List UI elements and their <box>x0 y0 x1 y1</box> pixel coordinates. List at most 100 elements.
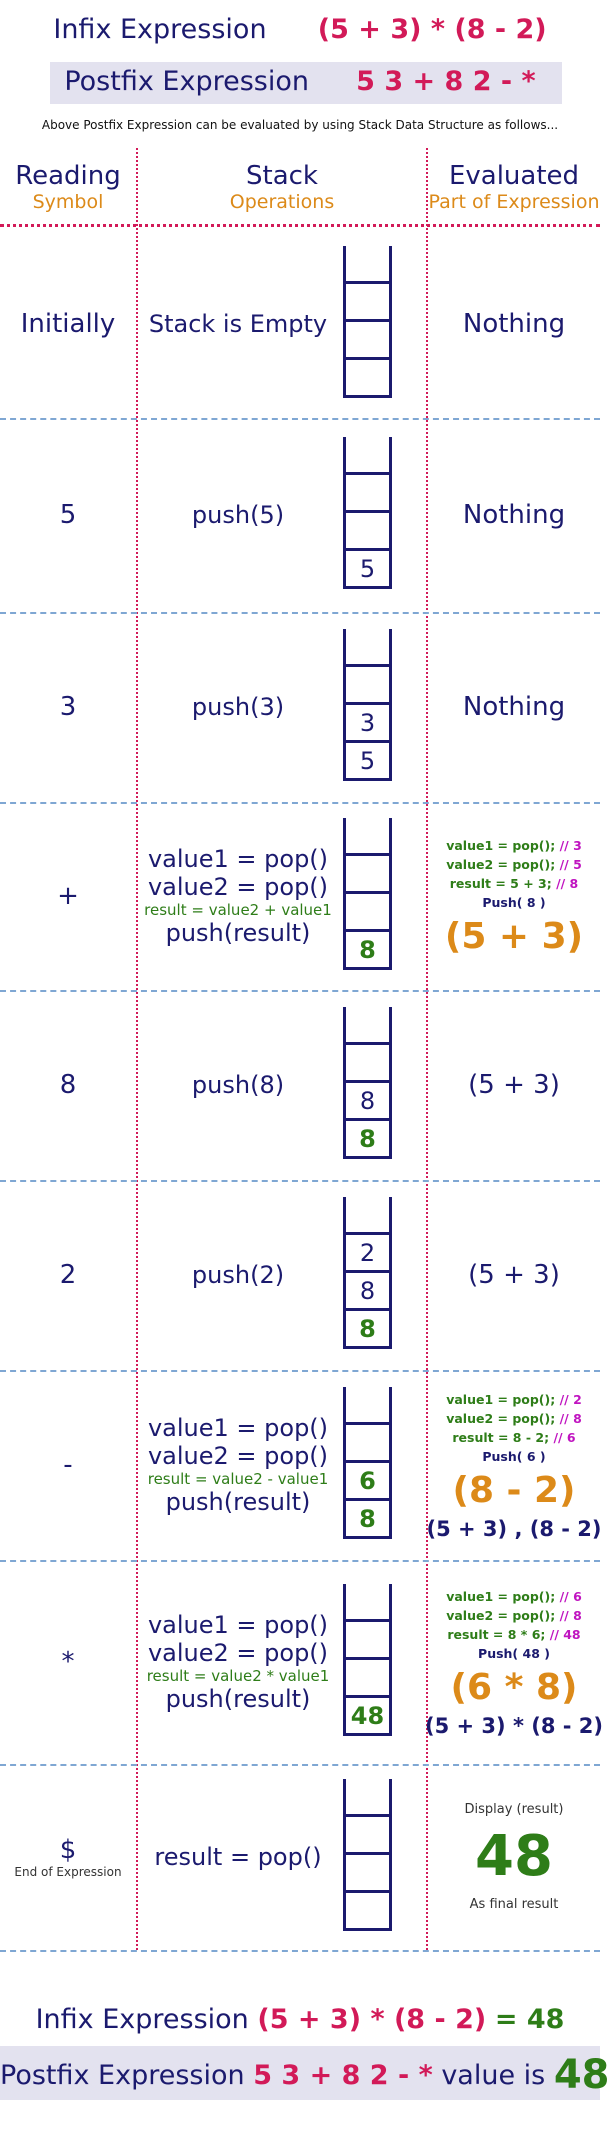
row-symbol: - <box>63 1450 73 1480</box>
footer-postfix-mid: value is <box>441 2060 546 2091</box>
evaluated-code-line: Push( 8 ) <box>482 893 545 912</box>
evaluated-text: Nothing <box>462 692 566 722</box>
evaluated-text: (5 + 3) <box>468 1260 560 1290</box>
row-operations: value1 = pop()value2 = pop()result = val… <box>138 1370 338 1560</box>
row-divider <box>0 1560 600 1562</box>
code-statement: value2 = pop(); <box>446 1607 560 1623</box>
code-comment: // 5 <box>559 856 582 872</box>
operation-line: push(5) <box>191 501 285 529</box>
row-operations: push(5) <box>138 418 338 612</box>
column-title: Evaluated <box>448 161 580 191</box>
stack-slot <box>343 284 392 322</box>
row-symbol-cell: Initially <box>0 230 136 418</box>
code-statement: value2 = pop(); <box>446 1410 560 1426</box>
row-symbol: * <box>61 1647 75 1677</box>
stack-slot <box>343 1387 392 1425</box>
stack-slot: 5 <box>343 551 392 589</box>
evaluated-subexpression: (5 + 3) <box>444 915 584 957</box>
postfix-header: Postfix Expression 5 3 + 8 2 - * <box>0 66 600 97</box>
final-label: As final result <box>469 1897 559 1912</box>
row-symbol: + <box>57 881 79 911</box>
code-comment: // 2 <box>559 1391 582 1407</box>
final-result: 48 <box>475 1824 553 1889</box>
code-statement: Push( 8 ) <box>482 894 546 910</box>
operation-line: value2 = pop() <box>147 1639 329 1667</box>
stack-slot: 48 <box>343 1698 392 1736</box>
stack-slot <box>343 1779 392 1817</box>
evaluated-code-line: result = 8 * 6; // 48 <box>447 1625 580 1644</box>
code-comment: // 3 <box>559 837 582 853</box>
row-operations: push(3) <box>138 612 338 802</box>
evaluated-code-line: result = 8 - 2; // 6 <box>452 1428 575 1447</box>
code-statement: result = 8 - 2; <box>452 1429 554 1445</box>
evaluated-combined: (5 + 3) , (8 - 2) <box>426 1516 602 1541</box>
stack-slot <box>343 1855 392 1893</box>
row-evaluated: Nothing <box>428 612 600 802</box>
row-symbol: $ <box>59 1835 77 1865</box>
column-subtitle: Operations <box>229 191 335 213</box>
evaluated-code-line: Push( 48 ) <box>478 1644 550 1663</box>
stack-slot <box>343 360 392 398</box>
evaluated-code-line: value2 = pop(); // 8 <box>446 1409 582 1428</box>
row-operations: value1 = pop()value2 = pop()result = val… <box>138 1560 338 1764</box>
row-divider <box>0 802 600 804</box>
row-symbol: 3 <box>59 692 77 722</box>
row-divider <box>0 990 600 992</box>
operation-line: value1 = pop() <box>147 1414 329 1442</box>
footer-infix-label: Infix Expression <box>35 2004 249 2035</box>
code-comment: // 8 <box>559 1607 582 1623</box>
footer-postfix-result: 48 <box>553 2052 609 2098</box>
code-comment: // 6 <box>553 1429 576 1445</box>
stack-slot <box>343 667 392 705</box>
operation-line: push(3) <box>191 693 285 721</box>
footer-postfix-value: 5 3 + 8 2 - * <box>253 2060 433 2091</box>
stack-diagram <box>343 246 392 398</box>
row-symbol: 2 <box>59 1260 77 1290</box>
infix-value: (5 + 3) * (8 - 2) <box>317 14 547 45</box>
header-divider <box>0 224 600 227</box>
stack-diagram: 48 <box>343 1584 392 1736</box>
operation-line: result = value2 - value1 <box>147 1470 329 1488</box>
operation-line: value1 = pop() <box>147 1611 329 1639</box>
stack-slot <box>343 1660 392 1698</box>
column-subtitle: Part of Expression <box>428 191 600 213</box>
footer-infix: Infix Expression (5 + 3) * (8 - 2) = 48 <box>0 2004 600 2035</box>
row-divider <box>0 1950 600 1952</box>
evaluated-code-line: result = 5 + 3; // 8 <box>450 874 579 893</box>
stack-slot: 2 <box>343 1235 392 1273</box>
column-subtitle: Symbol <box>32 191 104 213</box>
stack-diagram: 8 <box>343 818 392 970</box>
operation-line: Stack is Empty <box>148 310 328 338</box>
row-operations: Stack is Empty <box>138 230 338 418</box>
evaluated-subexpression: (8 - 2) <box>452 1469 576 1511</box>
column-title: Stack <box>246 161 318 191</box>
evaluated-code-line: value2 = pop(); // 5 <box>446 855 582 874</box>
footer-postfix-band <box>0 2046 600 2100</box>
operation-line: value1 = pop() <box>147 845 329 873</box>
evaluated-code-line: Push( 6 ) <box>482 1447 545 1466</box>
evaluated-combined: (5 + 3) * (8 - 2) <box>425 1713 603 1738</box>
stack-slot <box>343 246 392 284</box>
row-symbol-cell: 5 <box>0 418 136 612</box>
row-symbol-cell: 8 <box>0 990 136 1180</box>
evaluated-subexpression: (6 * 8) <box>450 1666 578 1708</box>
stack-slot: 8 <box>343 1273 392 1311</box>
row-divider <box>0 612 600 614</box>
caption: Above Postfix Expression can be evaluate… <box>41 118 559 132</box>
stack-slot <box>343 1007 392 1045</box>
stack-slot <box>343 1584 392 1622</box>
code-statement: result = 5 + 3; <box>449 875 557 891</box>
stack-slot <box>343 1893 392 1931</box>
row-symbol-cell: * <box>0 1560 136 1764</box>
evaluated-code-line: value1 = pop(); // 2 <box>446 1390 582 1409</box>
code-statement: value2 = pop(); <box>446 856 560 872</box>
stack-slot <box>343 513 392 551</box>
